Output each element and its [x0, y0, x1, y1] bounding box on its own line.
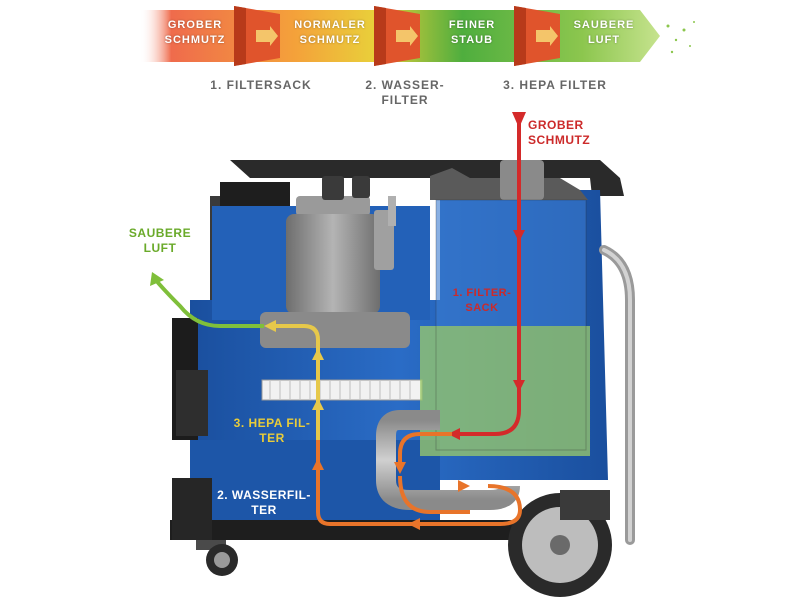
stage-label-line: 3. HEPA FILTER [503, 78, 607, 92]
water-filter-flow [312, 432, 523, 530]
arrow-icon [256, 26, 278, 46]
filter-sack-label-line: SACK [465, 302, 499, 314]
outlet-label: SAUBERE LUFT [118, 226, 202, 256]
stage-label-line: FILTER [381, 93, 429, 107]
hepa-label: 3. HEPA FIL- TER [224, 416, 320, 446]
band-label-line: GROBER [167, 19, 223, 31]
outlet-label-line: LUFT [143, 241, 177, 255]
outlet-label-line: SAUBERE [128, 226, 192, 240]
water-filter-label-line: 2. WASSERFIL- [217, 488, 311, 502]
band-label-line: FEINER [448, 19, 496, 31]
band-label-line: NORMALER [294, 19, 366, 31]
rear-wheel [508, 490, 612, 597]
band-label-line: SCHMUTZ [299, 34, 361, 46]
water-filter-label: 2. WASSERFIL- TER [208, 488, 320, 518]
filter-sack-label: 1. FILTER- SACK [440, 286, 524, 316]
filter-funnel-3 [514, 6, 560, 66]
clean-particles [666, 21, 695, 54]
band-label-line: STAUB [450, 34, 494, 46]
clean-air-flow [150, 272, 264, 328]
stage-label-line: 1. FILTERSACK [210, 78, 312, 92]
band-label-line: SCHMUTZ [164, 34, 226, 46]
motor [260, 176, 410, 348]
inlet-label-line: SCHMUTZ [528, 133, 591, 147]
stage-label-line: 2. WASSER- [365, 78, 445, 92]
filter-funnel-2 [374, 6, 420, 66]
arrow-icon [536, 26, 558, 46]
water-pipe [376, 410, 520, 510]
hepa-flow [264, 320, 324, 440]
inlet-label: GROBER SCHMUTZ [528, 118, 612, 148]
water-filter-label-line: TER [251, 503, 277, 517]
dirty-air-flow [448, 112, 526, 440]
filter-funnel-1 [234, 6, 280, 66]
band-label-line: SAUBERE [573, 19, 635, 31]
band-label-clean: SAUBERE LUFT [566, 18, 642, 48]
band-label-normal: NORMALER SCHMUTZ [288, 18, 372, 48]
hepa-label-line: TER [259, 431, 285, 445]
arrow-icon [396, 26, 418, 46]
band-label-fine: FEINER STAUB [432, 18, 512, 48]
inlet-label-line: GROBER [528, 118, 584, 132]
stage-label-3: 3. HEPA FILTER [490, 78, 620, 93]
process-band [140, 6, 695, 66]
filter-sack-label-line: 1. FILTER- [452, 287, 512, 299]
band-label-coarse: GROBER SCHMUTZ [156, 18, 234, 48]
stage-label-2: 2. WASSER- FILTER [350, 78, 460, 108]
band-label-line: LUFT [587, 34, 621, 46]
hepa-label-line: 3. HEPA FIL- [233, 416, 311, 430]
front-caster [196, 540, 238, 576]
hepa-cartridge [261, 379, 423, 401]
stage-label-1: 1. FILTERSACK [196, 78, 326, 93]
